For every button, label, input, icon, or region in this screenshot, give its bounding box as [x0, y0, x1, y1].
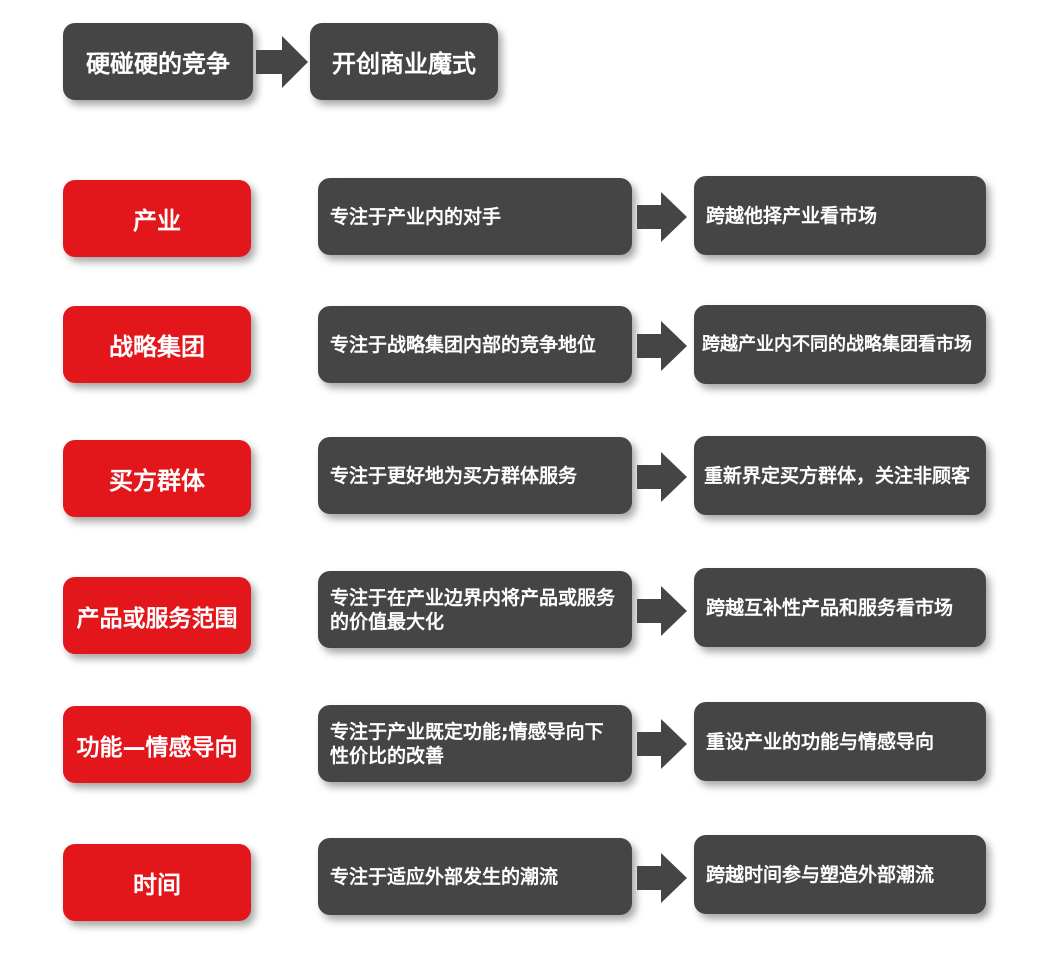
row-arrow-icon [637, 853, 687, 903]
to-box: 重设产业的功能与情感导向 [694, 702, 986, 781]
to-box: 重新界定买方群体，关注非顾客 [694, 436, 986, 515]
from-label: 专注于适应外部发生的潮流 [330, 865, 559, 888]
category-label: 时间 [133, 871, 181, 899]
from-label: 专注于产业内的对手 [330, 205, 502, 228]
header-right-box: 开创商业魔式 [310, 23, 498, 100]
from-box: 专注于适应外部发生的潮流 [318, 838, 632, 915]
category-box: 时间 [63, 844, 251, 921]
category-box: 战略集团 [63, 306, 251, 383]
category-box: 功能—情感导向 [63, 706, 251, 783]
to-label: 重设产业的功能与情感导向 [706, 730, 935, 753]
category-box: 产业 [63, 180, 251, 257]
from-label: 专注于在产业边界内将产品或服务的价值最大化 [330, 586, 616, 633]
category-label: 功能—情感导向 [76, 734, 238, 761]
header-left-box: 硬碰硬的竞争 [63, 23, 253, 100]
to-label: 跨越他择产业看市场 [706, 204, 878, 227]
category-label: 买方群体 [109, 467, 205, 495]
from-box: 专注于产业内的对手 [318, 178, 632, 255]
row-arrow-icon [637, 586, 687, 636]
to-box: 跨越他择产业看市场 [694, 176, 986, 255]
category-label: 战略集团 [109, 333, 205, 361]
header-right-label: 开创商业魔式 [332, 50, 476, 78]
from-box: 专注于战略集团内部的竞争地位 [318, 306, 632, 383]
from-box: 专注于更好地为买方群体服务 [318, 437, 632, 514]
from-label: 专注于产业既定功能;情感导向下性价比的改善 [330, 720, 604, 767]
to-box: 跨越产业内不同的战略集团看市场 [694, 305, 986, 384]
header-arrow-icon [256, 36, 308, 88]
from-label: 专注于更好地为买方群体服务 [330, 464, 578, 487]
header-left-label: 硬碰硬的竞争 [86, 50, 230, 78]
to-label: 跨越互补性产品和服务看市场 [706, 596, 954, 619]
row-arrow-icon [637, 452, 687, 502]
to-box: 跨越互补性产品和服务看市场 [694, 568, 986, 647]
category-box: 买方群体 [63, 440, 251, 517]
from-box: 专注于产业既定功能;情感导向下性价比的改善 [318, 705, 632, 782]
row-arrow-icon [637, 719, 687, 769]
category-label: 产品或服务范围 [76, 605, 238, 632]
to-label: 跨越时间参与塑造外部潮流 [706, 863, 935, 886]
to-label: 重新界定买方群体，关注非顾客 [704, 464, 971, 487]
row-arrow-icon [637, 321, 687, 371]
category-label: 产业 [133, 207, 181, 235]
to-label: 跨越产业内不同的战略集团看市场 [702, 333, 972, 355]
from-label: 专注于战略集团内部的竞争地位 [330, 333, 597, 356]
from-box: 专注于在产业边界内将产品或服务的价值最大化 [318, 571, 632, 648]
row-arrow-icon [637, 192, 687, 242]
to-box: 跨越时间参与塑造外部潮流 [694, 835, 986, 914]
category-box: 产品或服务范围 [63, 577, 251, 654]
